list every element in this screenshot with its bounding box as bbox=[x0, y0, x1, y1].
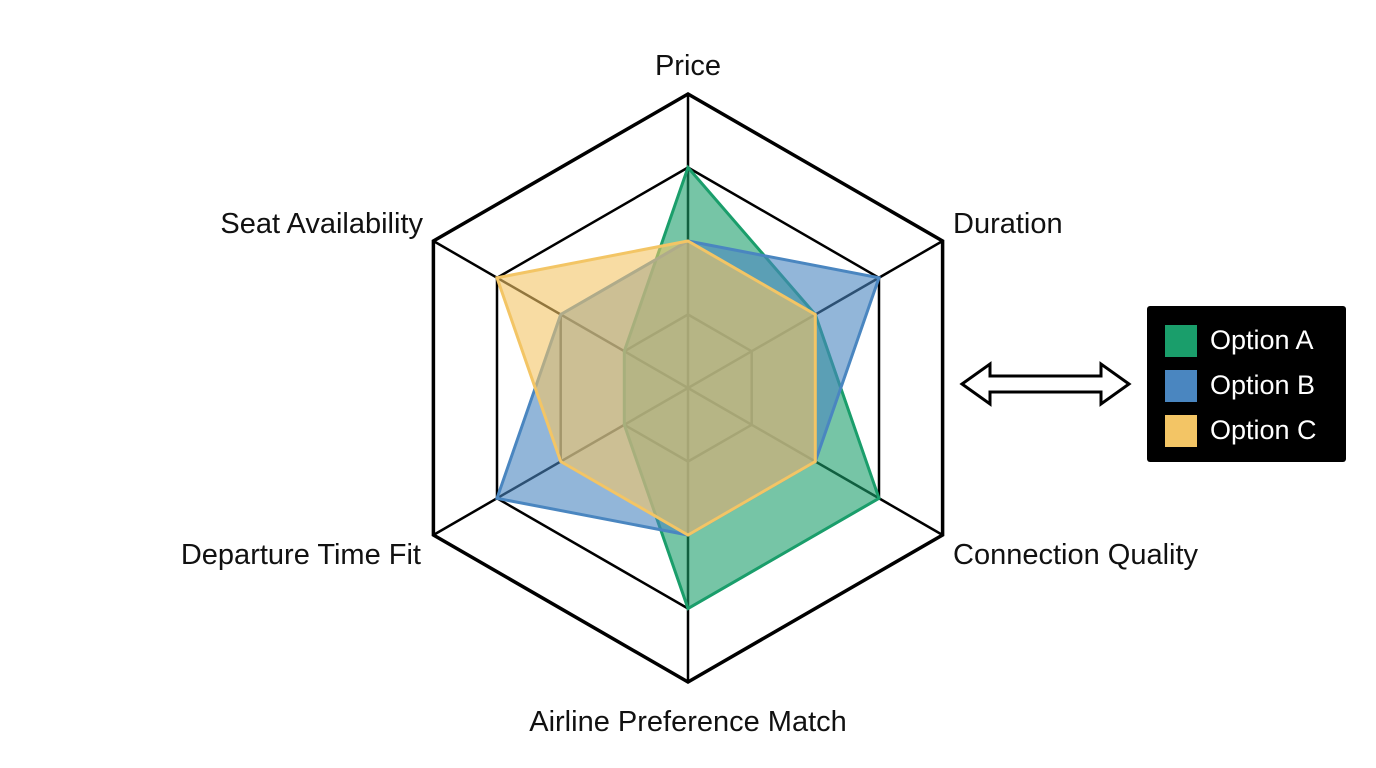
axis-label-airline-preference-match: Airline Preference Match bbox=[529, 706, 847, 738]
legend-label-option-c: Option C bbox=[1210, 415, 1317, 445]
double-arrow-icon bbox=[959, 361, 1132, 407]
axis-label-price: Price bbox=[655, 50, 721, 82]
axis-label-seat-availability: Seat Availability bbox=[220, 208, 423, 240]
legend-label-option-a: Option A bbox=[1210, 325, 1314, 355]
legend-item-option-b: Option B bbox=[1165, 363, 1346, 408]
legend-swatch-option-c bbox=[1165, 414, 1197, 447]
legend: Option A Option B Option C bbox=[1147, 306, 1346, 462]
legend-label-option-b: Option B bbox=[1210, 370, 1316, 400]
legend-swatch-option-a bbox=[1165, 324, 1197, 357]
axis-label-duration: Duration bbox=[953, 208, 1063, 240]
radar-series bbox=[495, 164, 881, 611]
legend-swatch-option-b bbox=[1165, 369, 1197, 402]
axis-label-departure-time-fit: Departure Time Fit bbox=[181, 539, 421, 571]
legend-item-option-a: Option A bbox=[1165, 318, 1346, 363]
series-option-c bbox=[495, 239, 817, 537]
axis-label-connection-quality: Connection Quality bbox=[953, 539, 1199, 571]
legend-item-option-c: Option C bbox=[1165, 408, 1346, 453]
